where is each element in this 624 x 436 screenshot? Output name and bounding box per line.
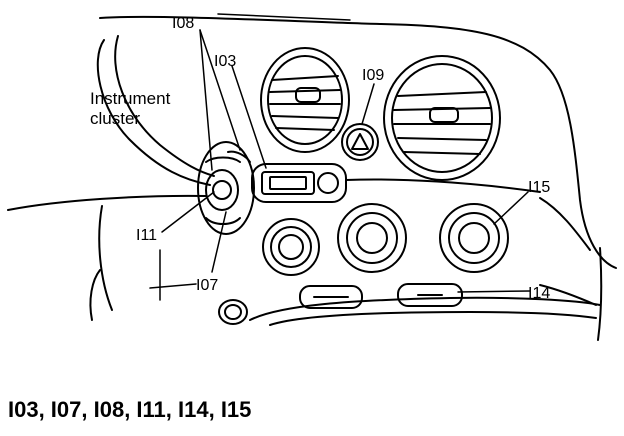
label-i09: I09 bbox=[362, 67, 384, 84]
leader-i08-c bbox=[217, 13, 351, 21]
leader-i07-b bbox=[149, 283, 197, 289]
left-knob bbox=[262, 218, 320, 276]
leader-i11 bbox=[161, 191, 215, 233]
leader-i15 bbox=[493, 191, 529, 225]
leader-i08-b bbox=[199, 29, 241, 151]
label-i14: I14 bbox=[528, 285, 550, 302]
left-air-vent bbox=[260, 47, 350, 153]
label-i03: I03 bbox=[214, 53, 236, 70]
hazard-button bbox=[341, 123, 379, 161]
ac-button bbox=[397, 283, 463, 307]
label-i07: I07 bbox=[196, 277, 218, 294]
leader-i03 bbox=[231, 65, 267, 169]
leader-i14 bbox=[457, 290, 531, 293]
leader-i07 bbox=[211, 211, 227, 273]
instrument-cluster-switch bbox=[197, 141, 255, 235]
left-lower-button bbox=[299, 285, 363, 309]
leader-i09 bbox=[361, 83, 375, 125]
small-knob bbox=[218, 299, 248, 325]
display-panel bbox=[251, 163, 541, 203]
right-air-vent bbox=[383, 55, 501, 181]
dashboard-outline bbox=[7, 15, 617, 341]
label-i11: I11 bbox=[136, 227, 157, 244]
centre-knob bbox=[337, 203, 407, 273]
leader-i08 bbox=[199, 29, 213, 171]
label-instrument-cluster-1: Instrument bbox=[90, 89, 171, 108]
label-i08: I08 bbox=[172, 15, 194, 32]
leader-lines bbox=[149, 13, 531, 301]
caption: I03, I07, I08, I11, I14, I15 bbox=[8, 397, 252, 422]
label-i15: I15 bbox=[528, 179, 550, 196]
label-instrument-cluster-2: cluster bbox=[90, 109, 140, 128]
right-knob bbox=[439, 203, 509, 273]
